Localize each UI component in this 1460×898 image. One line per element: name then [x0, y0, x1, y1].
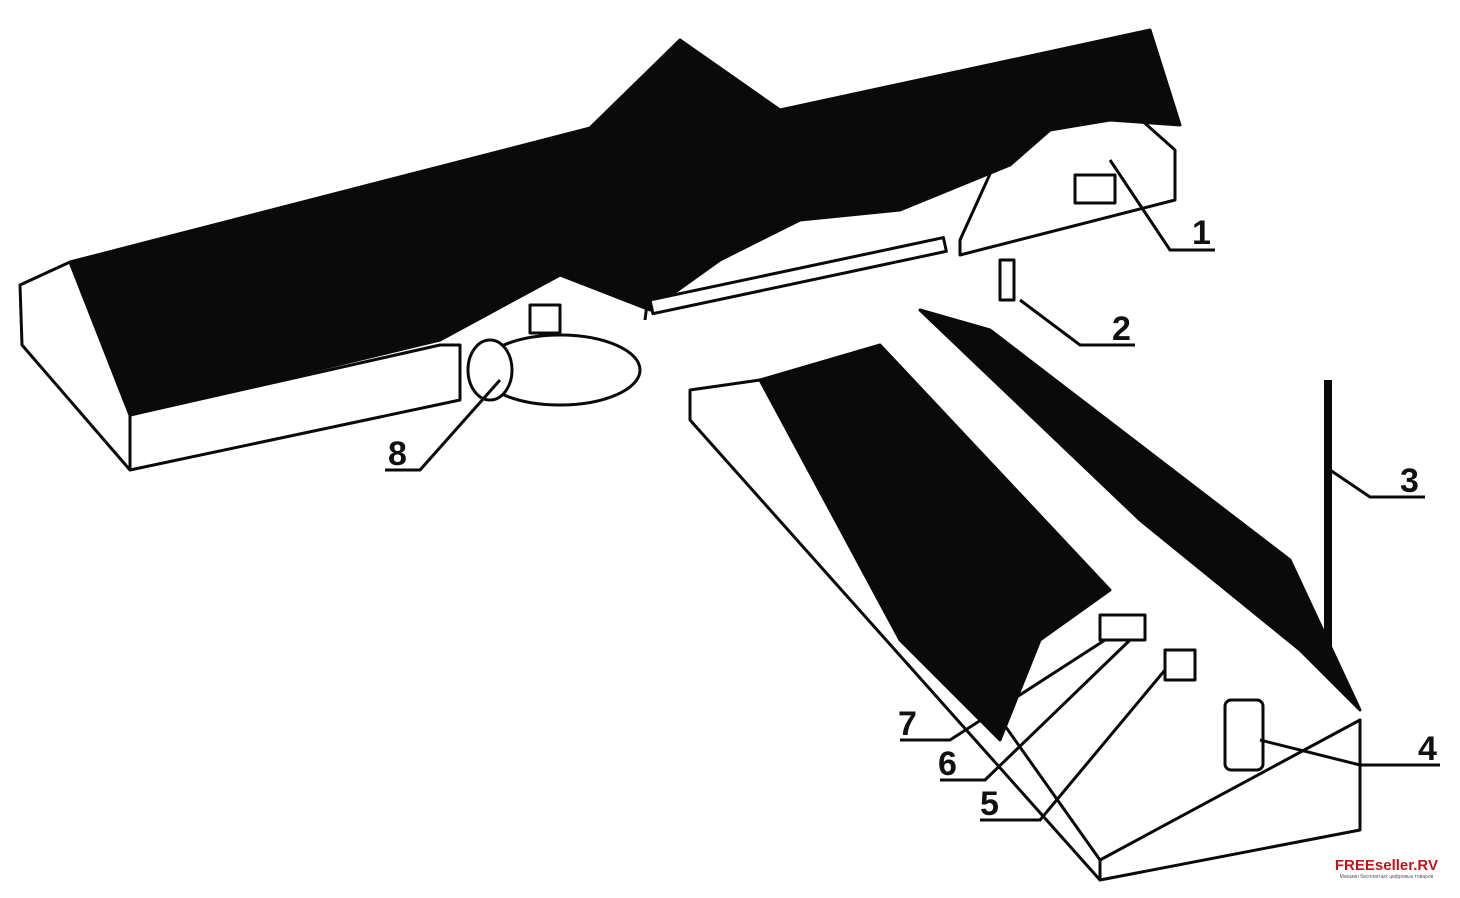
- watermark-subtitle: Магазин бесплатных цифровых товаров: [1339, 874, 1434, 880]
- label-8: 8: [388, 435, 407, 473]
- main-barn-front-wall: [128, 343, 462, 472]
- wing-roof-left: [758, 343, 1112, 742]
- watermark-title: FREEseller.RV: [1334, 857, 1438, 874]
- valve: [1098, 613, 1147, 642]
- label-2: 2: [1112, 310, 1131, 348]
- callout-labels: 1 2 3 4 5 6 7 8: [388, 214, 1437, 823]
- leader-lines: [385, 159, 1440, 822]
- duct: [648, 236, 948, 316]
- pump: [1223, 698, 1265, 772]
- watermark: FREEseller.RV Магазин бесплатных цифровы…: [1335, 857, 1438, 880]
- control-box: [1163, 648, 1197, 682]
- wing-roof-right: [918, 308, 1362, 712]
- label-5: 5: [980, 785, 999, 823]
- label-6: 6: [938, 745, 957, 783]
- label-4: 4: [1418, 730, 1437, 768]
- expansion-vessel: [528, 303, 562, 335]
- label-7: 7: [898, 705, 917, 743]
- fan-unit: [1073, 173, 1117, 205]
- wing-end-wall: [1098, 718, 1362, 882]
- label-3: 3: [1400, 462, 1419, 500]
- heater-tank-end: [466, 338, 514, 402]
- label-1: 1: [1192, 214, 1211, 252]
- main-barn-roof: [68, 28, 1182, 417]
- fan-pipe: [998, 258, 1016, 302]
